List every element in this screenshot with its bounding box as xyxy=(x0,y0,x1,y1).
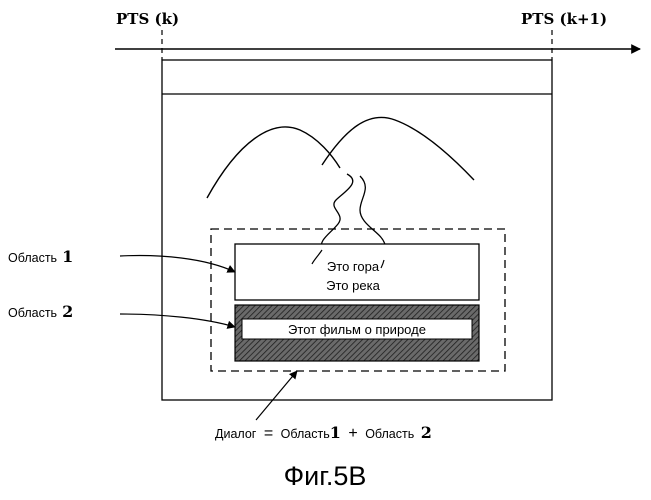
pts-k1-label: PTS (k+1) xyxy=(521,10,607,28)
mountain-right xyxy=(322,117,474,180)
area2-pointer-arrow xyxy=(120,314,235,327)
mountain-left xyxy=(207,127,340,198)
area1-text-line1: Это гора xyxy=(327,259,380,274)
figure-caption: Фиг.5B xyxy=(284,461,367,491)
dialog-pointer-arrow xyxy=(256,371,297,420)
area1-pointer-arrow xyxy=(120,256,235,272)
area1-text-line2: Это река xyxy=(326,278,380,293)
area2-text: Этот фильм о природе xyxy=(288,322,426,337)
dialog-equation: Диалог = Область1 + Область 2 xyxy=(215,423,432,442)
area1-label: Область1 xyxy=(8,247,73,266)
river-left xyxy=(321,174,353,250)
area2-label: Область2 xyxy=(8,302,73,321)
pts-k-label: PTS (k) xyxy=(116,10,179,28)
